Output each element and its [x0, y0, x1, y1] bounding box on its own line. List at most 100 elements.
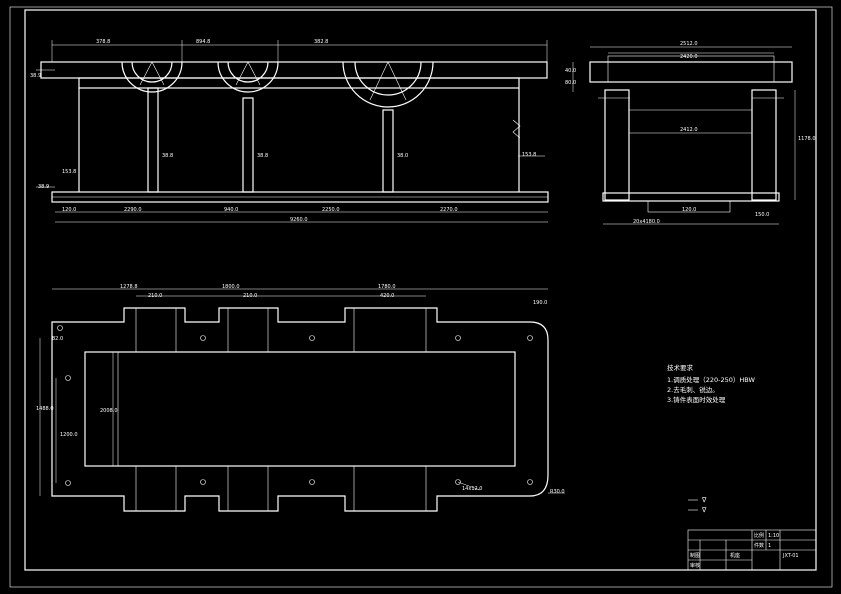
bolt-hole [65, 480, 71, 486]
plan-left-dim: 1488.0 [36, 406, 54, 412]
side-right-dim: 1178.0 [798, 136, 816, 142]
front-total-dim: 9260.0 [290, 217, 308, 223]
front-bottom-dim: 940.0 [224, 207, 238, 213]
plan-corner-dim: 190.0 [533, 300, 547, 306]
front-side-dim: 38.9 [38, 184, 49, 190]
roughness-icon: ∇ [701, 496, 707, 504]
side-view-labels: 2512.0 2420.0 40.0 80.0 2412.0 1178.0 20… [565, 41, 816, 225]
title-block: 比例 1:10 件数 1 制图 审核 机座 JXT-01 [687, 529, 817, 571]
plan-boss-2 [227, 307, 269, 353]
plan-boss-dim: 210.0 [148, 293, 162, 299]
bolt-hole [309, 335, 315, 341]
title-qty-label: 件数 [754, 542, 764, 549]
plan-boss-6 [353, 465, 427, 512]
bolt-hole [200, 479, 206, 485]
inner-frame [24, 9, 817, 571]
title-drawing-no: JXT-01 [782, 553, 799, 559]
side-left-leg [604, 89, 630, 201]
front-view-labels: 378.8 894.8 382.8 38.9 153.8 153.8 38.9 … [30, 39, 536, 223]
side-top-dim: 2512.0 [680, 41, 698, 47]
outer-frame [9, 6, 833, 588]
front-saddle-radials [139, 61, 407, 101]
front-top-flange [78, 77, 520, 89]
plan-view [39, 288, 565, 512]
front-saddle-3-inner [354, 61, 422, 96]
plan-boss-dim: 210.0 [243, 293, 257, 299]
plan-inner-dim: 2008.0 [100, 408, 118, 414]
title-scale: 1:10 [768, 533, 779, 539]
side-inner-dim: 2412.0 [680, 127, 698, 133]
front-saddle-1-inner [131, 61, 173, 83]
bolt-hole [527, 479, 533, 485]
side-bottom-dim: 150.0 [755, 212, 769, 218]
plan-outline [51, 307, 549, 512]
side-bottom-dim: 20x4180.0 [633, 219, 660, 225]
notes-title: 技术要求 [667, 363, 694, 372]
plan-top-dim: 1780.0 [378, 284, 396, 290]
plan-left-dim: 1200.0 [60, 432, 78, 438]
roughness-symbols: ∇ ∇ [688, 496, 707, 514]
bolt-hole [455, 335, 461, 341]
bolt-hole [309, 479, 315, 485]
notes-item: 1.调质处理（220-250）HBW [667, 375, 755, 384]
side-left-dim: 40.0 [565, 68, 576, 74]
side-left-dim: 80.0 [565, 80, 576, 86]
front-top-dim: 894.8 [196, 39, 210, 45]
front-side-dim: 153.8 [522, 152, 536, 158]
title-part-name: 机座 [730, 552, 740, 559]
side-bottom-dim: 120.0 [682, 207, 696, 213]
side-view [572, 46, 796, 225]
plan-corner-label: R30.0 [550, 489, 565, 495]
front-bottom-dim: 2270.0 [440, 207, 458, 213]
plan-left-dim: 82.0 [52, 336, 63, 342]
front-top-dim: 378.8 [96, 39, 110, 45]
plan-boss-5 [227, 465, 269, 512]
front-saddle-3 [342, 61, 434, 108]
side-top-inner [607, 55, 775, 83]
plan-hole-label: 14x12.0 [462, 486, 482, 492]
side-right-leg [751, 89, 777, 201]
front-top-plate [40, 61, 548, 79]
roughness-icon: ∇ [701, 506, 707, 514]
title-checked: 审核 [690, 562, 700, 569]
front-rib-3 [382, 109, 394, 193]
front-saddle-2-inner [227, 61, 269, 83]
bolt-hole [455, 479, 461, 485]
title-drawn: 制图 [690, 552, 700, 559]
side-foot-pad [647, 200, 731, 213]
plan-boss-3 [353, 307, 427, 353]
bolt-hole [200, 335, 206, 341]
front-bottom-dim: 2290.0 [124, 207, 142, 213]
front-side-dim: 153.8 [62, 169, 76, 175]
plan-boss-dim: 420.0 [380, 293, 394, 299]
plan-bolt-holes [57, 325, 533, 486]
plan-boss-4 [135, 465, 177, 512]
front-saddle-1 [121, 61, 183, 93]
title-scale-label: 比例 [754, 532, 764, 539]
front-rib-dim: 38.0 [397, 153, 408, 159]
front-saddle-2 [217, 61, 279, 93]
bolt-hole [65, 375, 71, 381]
technical-notes: 技术要求 1.调质处理（220-250）HBW 2.去毛刺、锐边。 3.铸件表面… [667, 363, 755, 404]
front-bottom-dim: 2250.0 [322, 207, 340, 213]
front-view [36, 40, 549, 223]
plan-top-dim: 1800.0 [222, 284, 240, 290]
title-qty: 1 [768, 543, 771, 549]
side-top-dim: 2420.0 [680, 54, 698, 60]
front-top-dim: 382.8 [314, 39, 328, 45]
front-bottom-dim: 120.0 [62, 207, 76, 213]
front-rib-dim: 38.8 [257, 153, 268, 159]
side-top-plate [589, 61, 793, 83]
front-rib-2 [242, 97, 254, 193]
front-break-line [512, 119, 521, 139]
notes-item: 2.去毛刺、锐边。 [667, 385, 719, 394]
notes-item: 3.铸件表面时效处理 [667, 395, 726, 404]
plan-inner-opening [84, 351, 516, 467]
plan-view-labels: 1278.8 1800.0 1780.0 210.0 210.0 420.0 1… [36, 284, 565, 495]
plan-top-dim: 1278.8 [120, 284, 138, 290]
front-rib-dim: 38.8 [162, 153, 173, 159]
plan-boss-1 [135, 307, 177, 353]
bolt-hole [527, 335, 533, 341]
front-rib-1 [147, 87, 159, 193]
